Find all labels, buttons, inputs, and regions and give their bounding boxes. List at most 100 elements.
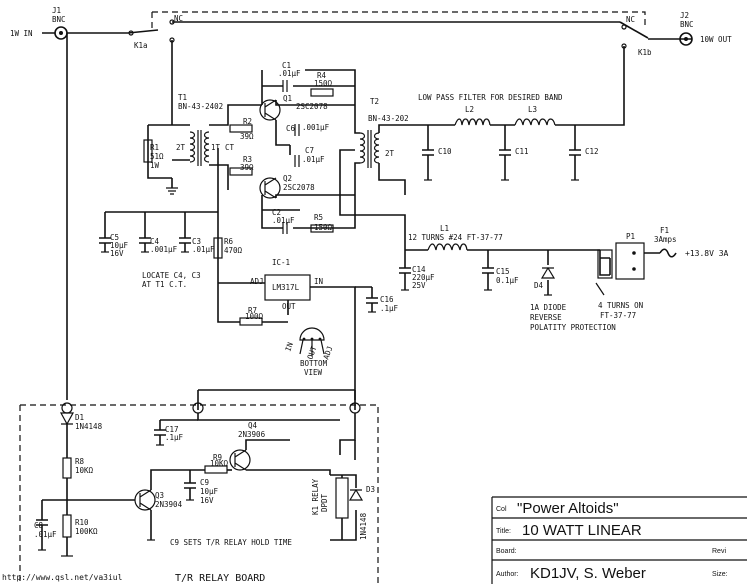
title-label: Title:: [496, 528, 511, 535]
t1-transformer: [189, 130, 210, 166]
footer-url[interactable]: http://www.qsl.net/va3iul: [2, 573, 123, 582]
protect-note-line1: 1A DIODE: [530, 303, 567, 312]
c14-capacitor: [399, 250, 411, 291]
q1-ref: Q1: [283, 94, 292, 103]
c14-value: 220μF: [412, 273, 435, 282]
fuse-ref: F1: [660, 226, 669, 235]
q3-transistor: [134, 489, 156, 511]
c7-value: .01μF: [302, 155, 325, 164]
bottom-view-line1: BOTTOM: [300, 359, 328, 368]
c4-ref: C4: [150, 237, 160, 246]
r7-value: 100Ω: [245, 312, 264, 321]
c12-ref: C12: [585, 147, 599, 156]
r3-resistor: [229, 167, 253, 176]
r8-ref: R8: [75, 457, 85, 466]
c5-capacitor: [99, 212, 111, 253]
ic1-in-label: IN: [314, 277, 323, 286]
col-label: Col: [496, 506, 507, 513]
t1-ref: T1: [178, 93, 187, 102]
c5-ref: C5: [110, 233, 119, 242]
j1-type: BNC: [52, 15, 66, 24]
c11-capacitor: [499, 125, 511, 181]
c14-ref: C14: [412, 265, 426, 274]
d3-diode: [348, 488, 364, 501]
c15-value: 0.1μF: [496, 276, 519, 285]
q1-part: 2SC2078: [296, 102, 328, 111]
r1-ref: R1: [150, 143, 159, 152]
ferrite-note-line2: FT-37-77: [600, 311, 636, 320]
protect-note-line2: REVERSE: [530, 313, 562, 322]
t1-core: BN-43-2402: [178, 102, 223, 111]
pin-in-label: IN: [283, 341, 295, 353]
c16-ref: C16: [380, 295, 394, 304]
bottom-view-line2: VIEW: [304, 368, 323, 377]
q4-part: 2N3906: [238, 430, 266, 439]
ic1-out-label: OUT: [282, 302, 296, 311]
c9-voltage: 16V: [200, 496, 214, 505]
size-label: Size:: [712, 571, 728, 578]
t1-primary: 2T: [176, 143, 186, 152]
r5-resistor: [310, 224, 334, 233]
j2-connector[interactable]: J2 BNC: [679, 11, 694, 46]
rev-label: Revi: [712, 548, 726, 555]
c17-value: .1μF: [165, 433, 184, 442]
q2-part: 2SC2078: [283, 183, 315, 192]
c16-capacitor: [366, 287, 378, 313]
r7-ref: R7: [248, 306, 257, 315]
r10-value: 100KΩ: [75, 527, 98, 536]
d4-ref: D4: [534, 281, 544, 290]
c10-ref: C10: [438, 147, 452, 156]
r6-ref: R6: [224, 237, 234, 246]
j2-type: BNC: [680, 20, 694, 29]
d1-diode: [59, 412, 75, 458]
q2-transistor: [259, 177, 281, 199]
q4-transistor: [229, 449, 251, 471]
q4-ref: Q4: [248, 421, 258, 430]
r9-value: 10KΩ: [210, 459, 229, 468]
j1-connector[interactable]: J1 BNC: [52, 6, 68, 40]
c15-capacitor: [482, 250, 494, 291]
k1-relay-coil: [335, 477, 349, 519]
ic1-adj-label: ADJ: [250, 277, 264, 286]
q1-transistor: [259, 99, 281, 121]
r5-ref: R5: [314, 213, 323, 222]
title-value: 10 WATT LINEAR: [522, 522, 642, 539]
c8-ref: C8: [34, 521, 44, 530]
c4-value: .001μF: [150, 245, 178, 254]
c9-ref: C9: [200, 478, 209, 487]
j2-ref: J2: [680, 11, 689, 20]
r4-resistor: [310, 88, 334, 97]
t2-secondary: 2T: [385, 149, 395, 158]
c9-note: C9 SETS T/R RELAY HOLD TIME: [170, 538, 292, 547]
c2-ref: C2: [272, 208, 281, 217]
c9-value: 10μF: [200, 487, 219, 496]
c14-voltage: 25V: [412, 281, 426, 290]
p1-connector[interactable]: [615, 242, 645, 280]
ic1-ref: IC-1: [272, 258, 290, 267]
relay-type: DPDT: [320, 493, 329, 512]
c15-ref: C15: [496, 267, 510, 276]
c8-capacitor: [36, 500, 48, 551]
r9-ref: R9: [213, 453, 222, 462]
q3-part: 2N3904: [155, 500, 183, 509]
r4-ref: R4: [317, 71, 327, 80]
r8-resistor: [62, 457, 72, 479]
ic1-part: LM317L: [272, 283, 300, 292]
c16-value: .1μF: [380, 304, 399, 313]
c6-ref: C6: [286, 124, 296, 133]
c3-ref: C3: [192, 237, 201, 246]
r10-resistor: [62, 514, 72, 538]
c1-value: .01μF: [278, 69, 301, 78]
d1-ref: D1: [75, 413, 84, 422]
supply-label: +13.8V 3A: [685, 249, 729, 258]
protect-note-line3: POLATITY PROTECTION: [530, 323, 616, 332]
q2-ref: Q2: [283, 174, 292, 183]
c17-capacitor: [154, 420, 166, 446]
r1-resistor: [143, 139, 153, 163]
c5-value: 10μF: [110, 241, 129, 250]
relay-ref: K1 RELAY: [311, 478, 320, 515]
c2-value: .01μF: [272, 216, 295, 225]
input-label: 1W IN: [10, 29, 33, 38]
ferrite-note-line1: 4 TURNS ON: [598, 301, 643, 310]
r5-value: 150Ω: [314, 223, 333, 232]
